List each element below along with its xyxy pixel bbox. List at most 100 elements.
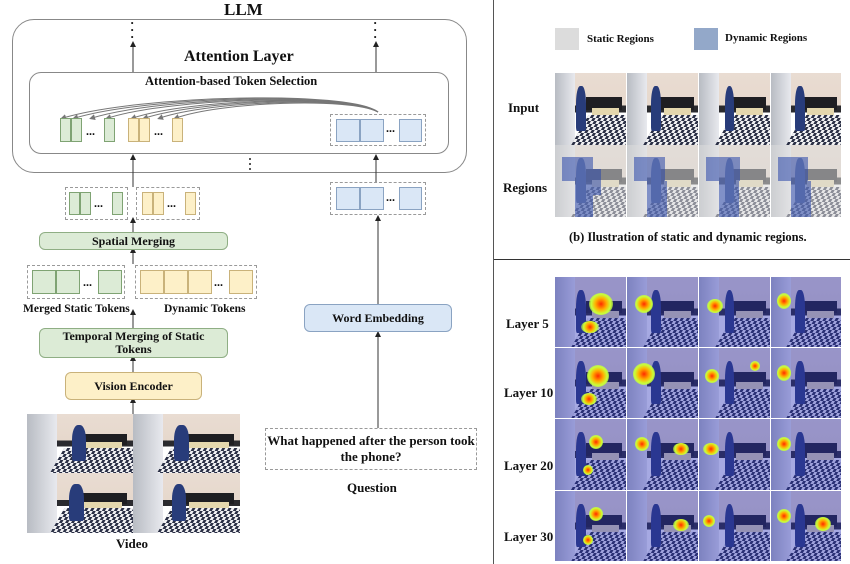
attention-hotspot	[777, 509, 791, 523]
token-selection-box	[29, 72, 449, 154]
ellipsis: ...	[386, 190, 395, 204]
merged-static-tokens-label: Merged Static Tokens	[23, 303, 130, 315]
static-token	[98, 270, 122, 294]
dynamic-token-group: ...	[135, 265, 257, 299]
row-label-input: Input	[508, 100, 540, 115]
attention-hotspot	[673, 443, 689, 455]
merged-dynamic-token-group: ...	[136, 187, 200, 220]
attention-hotspot	[589, 293, 613, 315]
attention-hotspot	[635, 437, 649, 451]
attention-hotspot	[703, 515, 715, 527]
word-embedding-module: Word Embedding	[304, 304, 452, 332]
question-label: Question	[347, 480, 397, 495]
static-token	[56, 270, 80, 294]
input-frame	[771, 73, 841, 145]
attention-hotspot	[777, 437, 791, 451]
text-token	[336, 119, 360, 142]
video-frame-thumbnail	[627, 419, 698, 490]
vision-encoder-module: Vision Encoder	[65, 372, 202, 400]
dynamic-token	[128, 118, 139, 142]
merged-static-token-group: ...	[65, 187, 128, 220]
connector-arrows	[60, 41, 381, 428]
input-frame	[627, 73, 698, 145]
dynamic-token	[164, 270, 188, 294]
attention-hotspot	[705, 369, 719, 383]
video-frame	[27, 473, 133, 533]
dynamic-region	[778, 157, 808, 181]
text-token	[360, 187, 384, 210]
static-token	[104, 118, 115, 142]
video-frame-thumbnail	[555, 491, 626, 561]
ellipsis: ...	[86, 124, 95, 138]
dynamic-region	[593, 169, 601, 195]
static-token	[32, 270, 56, 294]
attention-hotspot	[703, 443, 719, 455]
dynamic-token	[229, 270, 253, 294]
spatial-merging-module: Spatial Merging	[39, 232, 228, 250]
dynamic-token	[188, 270, 212, 294]
dynamic-region	[634, 157, 665, 181]
video-frame-thumbnail	[555, 419, 626, 490]
video-frame-thumbnail	[555, 277, 626, 347]
attention-hotspot	[581, 321, 599, 333]
dynamic-token	[139, 118, 150, 142]
video-frames	[27, 414, 240, 533]
video-frame-thumbnail	[771, 348, 841, 418]
video-frame	[133, 473, 240, 533]
input-regions-grid	[555, 73, 841, 217]
attention-hotspot	[583, 535, 593, 545]
horizontal-divider	[494, 259, 850, 260]
dynamic-tokens-label: Dynamic Tokens	[164, 303, 246, 315]
row-label-layer-20: Layer 20	[504, 458, 554, 473]
dynamic-region	[562, 157, 593, 181]
static-token	[112, 192, 123, 215]
dynamic-region	[719, 181, 739, 217]
attention-hotspot	[815, 517, 831, 531]
attention-hotspot	[589, 435, 603, 449]
llm-container	[12, 19, 467, 173]
video-frame	[133, 414, 240, 473]
attention-hotspot	[633, 363, 655, 385]
video-label: Video	[116, 536, 149, 551]
video-frame-thumbnail	[699, 419, 770, 490]
dynamic-token	[172, 118, 183, 142]
temporal-merging-module: Temporal Merging of Static Tokens	[39, 328, 228, 358]
dynamic-token	[140, 270, 164, 294]
dynamic-region	[647, 181, 667, 217]
attention-hotspot	[587, 365, 609, 387]
row-label-layer-30: Layer 30	[504, 529, 554, 544]
attention-hotspot	[589, 507, 603, 521]
vertical-divider	[493, 0, 494, 564]
attention-hotspot	[583, 465, 593, 475]
video-frame-thumbnail	[699, 348, 770, 418]
attention-heatmap-grid	[555, 277, 841, 561]
text-token	[336, 187, 360, 210]
text-token	[360, 119, 384, 142]
dynamic-region	[706, 157, 740, 181]
attention-hotspot	[750, 361, 760, 371]
dynamic-region	[791, 181, 811, 217]
legend-swatch-dynamic	[694, 28, 718, 50]
ellipsis: ...	[167, 196, 176, 210]
attention-hotspot	[635, 295, 653, 313]
static-token	[69, 192, 80, 215]
ellipsis: ...	[154, 124, 163, 138]
text-token	[399, 119, 422, 142]
attention-hotspot	[707, 299, 723, 313]
legend-swatch-static	[555, 28, 579, 50]
static-token-group: ...	[27, 265, 125, 299]
attention-layer-title: Attention Layer	[184, 48, 294, 65]
legend-label-static: Static Regions	[587, 33, 654, 45]
ellipsis: ...	[83, 275, 92, 289]
video-frame	[27, 414, 133, 473]
ellipsis: ...	[386, 121, 395, 135]
static-token	[80, 192, 91, 215]
dynamic-token	[185, 192, 196, 215]
dynamic-token	[142, 192, 153, 215]
input-frame	[555, 73, 626, 145]
attention-hotspot	[777, 293, 791, 309]
video-frame-thumbnail	[627, 277, 698, 347]
video-frame-thumbnail	[699, 277, 770, 347]
row-label-regions: Regions	[503, 180, 548, 195]
video-frame-thumbnail	[771, 419, 841, 490]
